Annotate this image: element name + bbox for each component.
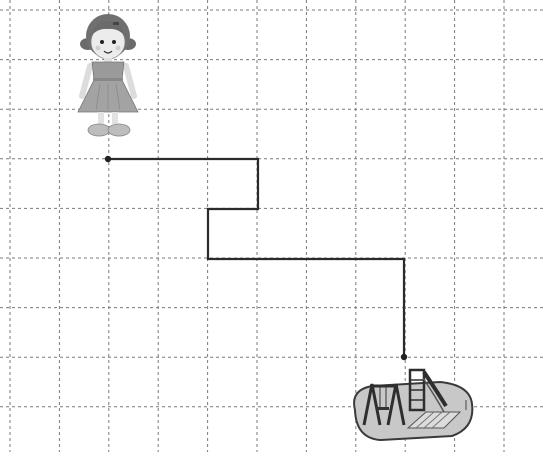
route-start-dot xyxy=(105,156,111,162)
route-end-dot xyxy=(401,354,407,360)
girl-icon xyxy=(78,14,138,136)
